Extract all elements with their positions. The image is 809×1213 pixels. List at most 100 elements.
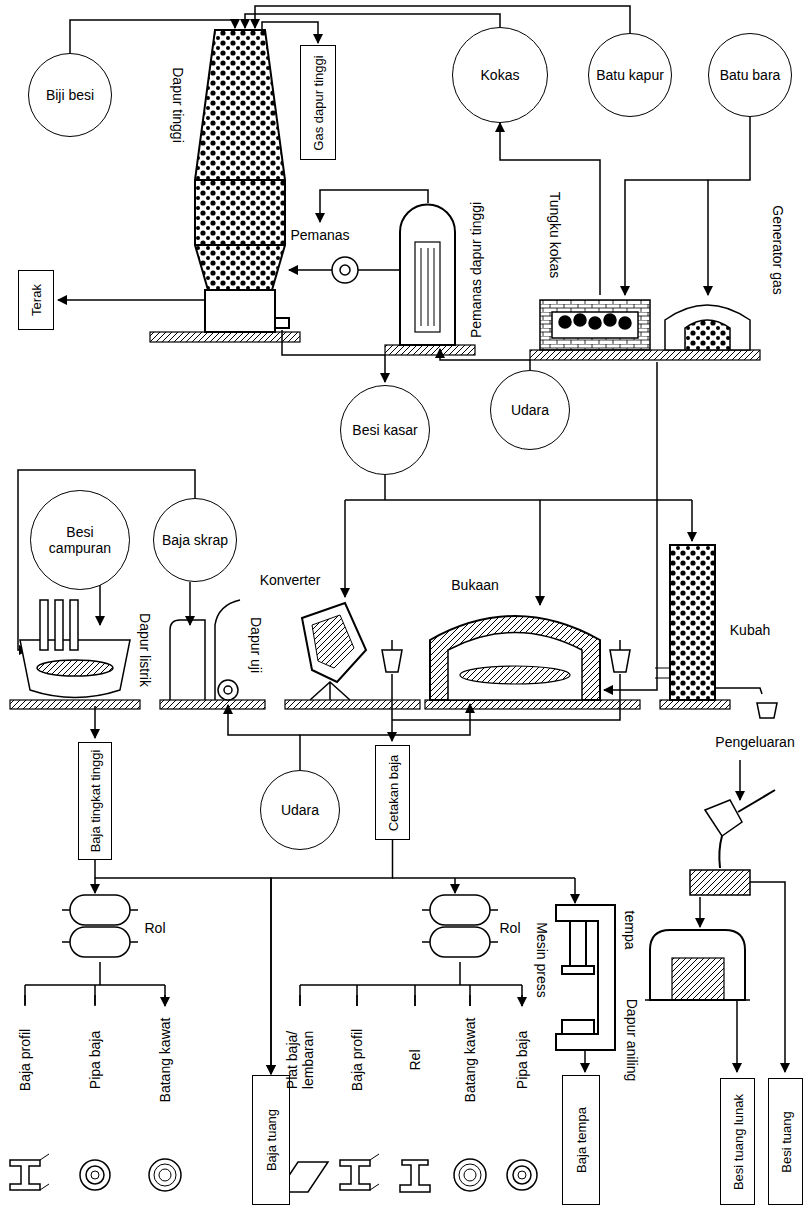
- input-circle: Kokas: [452, 27, 548, 123]
- flow-line: [94, 706, 96, 738]
- coke-oven: [540, 300, 650, 350]
- equipment-label: Generator gas: [770, 205, 786, 295]
- cupola: [655, 545, 777, 718]
- coke-oven: [552, 312, 638, 338]
- flow-line: [300, 985, 522, 1006]
- forging-press: [556, 905, 615, 1050]
- rolling-mill: [62, 910, 138, 942]
- equipment-label: Bukaan: [451, 577, 498, 593]
- output-box: Gas dapur tinggi: [300, 45, 336, 160]
- flow-line: [604, 362, 657, 690]
- casting-pour: [690, 790, 775, 895]
- ladle: [619, 640, 621, 650]
- node-text: Baja tuang: [264, 1109, 279, 1171]
- flow-line: [384, 475, 386, 500]
- open-hearth-furnace: [460, 666, 570, 684]
- node-text: Udara: [507, 402, 553, 418]
- coke-oven: [574, 314, 586, 326]
- hot-blast-stove: [415, 242, 440, 332]
- flow-line: [345, 499, 692, 501]
- product-icon: [507, 1160, 537, 1190]
- flow-line: [18, 6, 785, 1072]
- flow-line: [99, 582, 101, 625]
- equipment-label: Pengeluaran: [715, 734, 794, 750]
- rolling-mill: [430, 895, 490, 925]
- equipment-label: Batang kawat: [157, 1018, 173, 1103]
- equipment-label: Mesin press: [534, 922, 550, 997]
- rolling-mill: [422, 910, 498, 942]
- product-box: Baja tempa: [562, 1075, 600, 1205]
- input-circle: Batu kapur: [588, 33, 672, 117]
- coke-oven: [559, 316, 571, 328]
- equipment-label: tempa: [622, 911, 638, 950]
- flow-line: [691, 500, 693, 541]
- equipment-label: Rol: [144, 920, 165, 936]
- input-circle: Baja skrap: [153, 498, 237, 582]
- flow-line: [344, 500, 346, 597]
- casting-pour: [738, 790, 775, 812]
- rolling-mill: [430, 927, 490, 957]
- flow-line: [58, 299, 205, 301]
- flow-line: [699, 897, 701, 927]
- product-box: Cetakan baja: [375, 745, 410, 840]
- equipment-label: Dapur aniling: [624, 999, 640, 1082]
- flow-line: [358, 269, 400, 271]
- flow-line: [189, 582, 191, 625]
- electric-furnace: [37, 660, 113, 676]
- input-circle: Udara: [260, 770, 340, 850]
- coke-oven: [540, 300, 650, 350]
- flow-line: [245, 14, 500, 28]
- node-text: Baja skrap: [158, 532, 232, 548]
- input-circle: Besi campuran: [30, 490, 130, 590]
- gas-generator: [665, 305, 750, 350]
- converter: [302, 603, 366, 700]
- ground-hatch: [150, 332, 300, 342]
- product-circle: Besi kasar: [340, 385, 430, 475]
- node-text: Besi kasar: [348, 422, 421, 438]
- flow-line: [25, 995, 165, 1006]
- node-text: Kokas: [477, 67, 524, 83]
- equipment-label: Kubah: [730, 622, 770, 638]
- node-text: Batu kapur: [592, 67, 668, 83]
- product-box: Baja tuang: [252, 1075, 290, 1205]
- node-text: Gas dapur tinggi: [311, 55, 326, 150]
- flow-line: [539, 500, 541, 605]
- forging-press: [570, 921, 586, 966]
- open-hearth-furnace: [448, 633, 582, 701]
- electric-furnace: [70, 600, 78, 650]
- product-box: Besi tuang: [768, 1078, 803, 1205]
- rolling-mill: [70, 927, 130, 957]
- open-hearth-furnace: [430, 616, 600, 700]
- flow-line: [750, 882, 785, 1072]
- open-hearth-furnace: [430, 616, 600, 700]
- casting-pour: [690, 870, 750, 895]
- converter: [312, 615, 354, 668]
- blast-furnace: [195, 180, 285, 245]
- equipment-label: Pipa baja: [514, 1031, 530, 1089]
- flow-line: [500, 123, 600, 295]
- forging-press: [562, 966, 594, 974]
- output-box: Terak: [18, 270, 54, 330]
- node-text: Biji besi: [42, 87, 98, 103]
- blower-fan: [332, 257, 358, 283]
- flow-line: [574, 878, 576, 903]
- equipment-label: Dapur tinggi: [170, 67, 186, 143]
- flow-line: [739, 760, 741, 800]
- product-icon: [10, 1154, 49, 1190]
- product-icon: [454, 1159, 486, 1191]
- flow-line: [262, 22, 318, 43]
- flow-line: [94, 878, 96, 893]
- node-text: Besi tuang lunak: [730, 1093, 745, 1189]
- annealing-furnace: [645, 999, 750, 1001]
- equipment-label: Rel: [407, 1049, 423, 1070]
- blower-fan: [332, 257, 358, 283]
- product-box: Baja tingkat tinggi: [78, 742, 112, 860]
- input-circle: Biji besi: [28, 53, 112, 137]
- rolling-mill: [62, 895, 498, 957]
- hot-blast-stove: [421, 248, 434, 326]
- cupola: [670, 545, 715, 700]
- converter: [310, 682, 350, 700]
- ground-hatch: [425, 700, 640, 709]
